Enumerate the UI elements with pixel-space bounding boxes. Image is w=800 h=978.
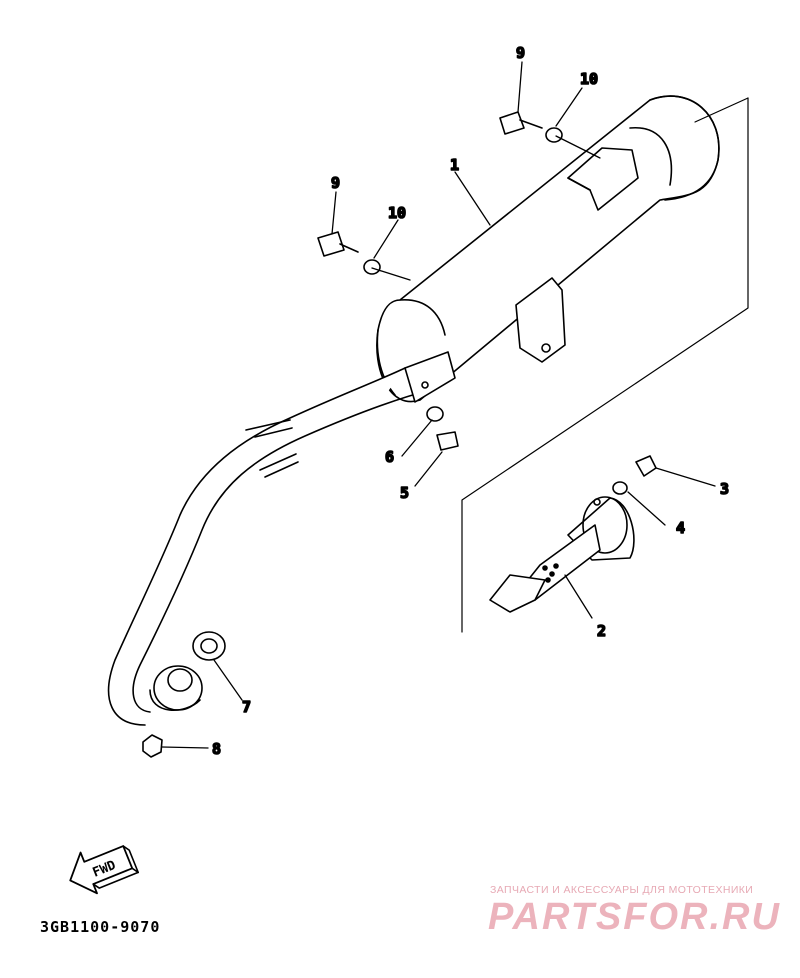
callout-6: 6: [385, 448, 394, 466]
exhaust-pipe: [107, 351, 456, 726]
leader-lines: [161, 61, 716, 749]
callout-10-lower: 10: [388, 204, 406, 222]
washer-part-4: [612, 481, 628, 495]
washer-part-10-upper: [545, 127, 563, 143]
callout-7: 7: [242, 698, 251, 716]
gasket-part-7: [192, 631, 226, 661]
washer-part-10-lower: [363, 259, 381, 275]
callout-2: 2: [597, 622, 606, 640]
screw-part-5: [436, 431, 459, 451]
callout-9-lower: 9: [331, 174, 340, 192]
spark-arrester-part-2: [489, 496, 635, 613]
bolt-part-3: [635, 455, 657, 477]
callout-9-upper: 9: [516, 44, 525, 62]
callout-10-upper: 10: [580, 70, 598, 88]
muffler: [376, 95, 720, 403]
bolt-part-9-upper: [499, 111, 543, 135]
forward-arrow-icon: FWD: [69, 845, 139, 895]
washer-part-6: [426, 406, 444, 422]
assembly-frame: [461, 97, 749, 633]
watermark-logo: PARTSFOR.RU: [488, 896, 781, 938]
callout-4: 4: [676, 519, 685, 537]
diagram-part-code: 3GB1100-9070: [40, 918, 161, 936]
callout-1: 1: [450, 156, 459, 174]
callout-8: 8: [212, 740, 221, 758]
callout-5: 5: [400, 484, 409, 502]
watermark-tagline: ЗАПЧАСТИ И АКСЕССУАРЫ ДЛЯ МОТОТЕХНИКИ: [490, 884, 754, 896]
nut-part-8: [142, 734, 163, 758]
callout-3: 3: [720, 480, 729, 498]
bolt-part-9-lower: [317, 231, 359, 257]
